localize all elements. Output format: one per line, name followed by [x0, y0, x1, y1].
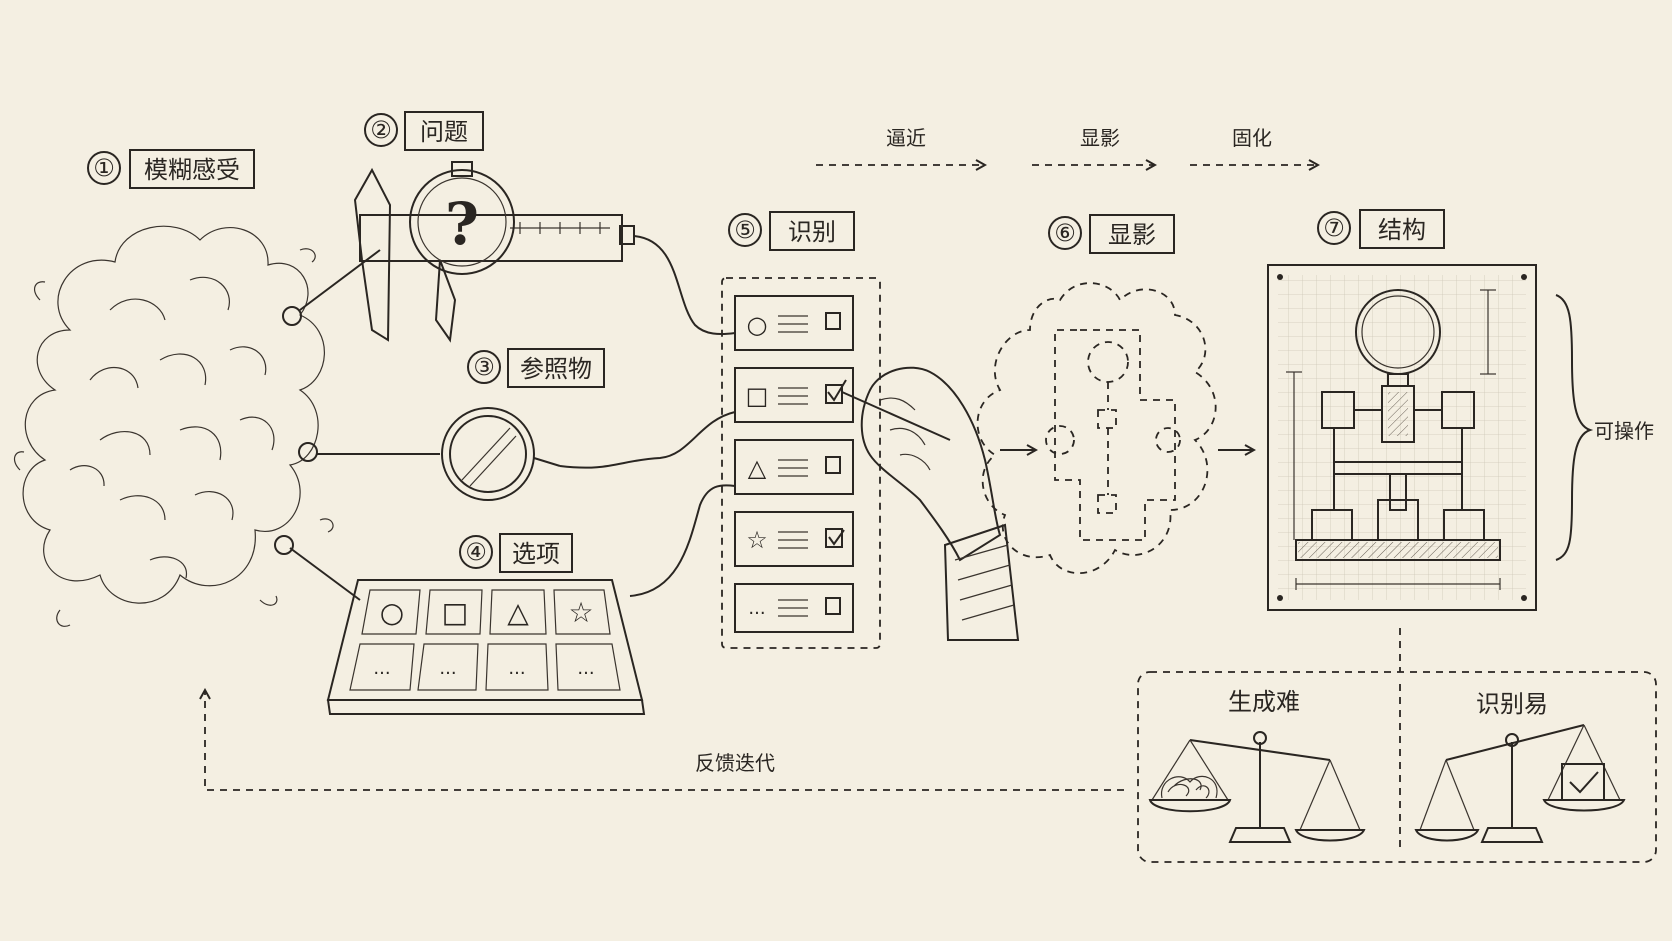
- cloud-port-middle: [298, 442, 318, 462]
- step-1-label: ① 模糊感受: [87, 149, 255, 189]
- step-6-text: 显影: [1108, 221, 1156, 249]
- tray-shape-square: □: [442, 596, 468, 629]
- step-5-text: 识别: [788, 218, 836, 246]
- tray-blank-4: ...: [577, 658, 594, 679]
- step-2-number: ②: [370, 116, 392, 144]
- fuzzy-feeling-cloud: [13, 225, 334, 627]
- step-7-label: ⑦ 结构: [1317, 209, 1445, 249]
- operable-label: 可操作: [1594, 419, 1654, 443]
- cloud-port-top: [282, 306, 302, 326]
- step-1-text: 模糊感受: [144, 156, 240, 184]
- step-2-text: 问题: [420, 118, 468, 146]
- tray-shape-triangle: △: [507, 596, 529, 629]
- step-7-text: 结构: [1378, 216, 1426, 244]
- list-item-shape: ○: [747, 311, 768, 339]
- step-7-number: ⑦: [1323, 214, 1345, 242]
- list-item-shape: ☆: [746, 526, 768, 554]
- step-1-number: ①: [93, 154, 115, 182]
- feedback-label: 反馈迭代: [695, 751, 775, 775]
- check-icon: [827, 379, 847, 402]
- step-4-number: ④: [465, 538, 487, 566]
- step-2-label: ② 问题: [364, 111, 484, 151]
- reference-magnifier: [316, 407, 736, 501]
- question-mark: ?: [445, 190, 479, 258]
- options-tray: ○ □ △ ☆ ... ... ... ...: [289, 484, 736, 715]
- recognition-list-frame: [721, 277, 881, 649]
- step-4-text: 选项: [512, 540, 560, 568]
- tray-shape-circle: ○: [380, 596, 404, 629]
- cloud-port-bottom: [274, 535, 294, 555]
- tray-shape-star: ☆: [568, 596, 593, 629]
- balance-left-label: 生成难: [1228, 688, 1300, 716]
- flow-label-develop: 显影: [1080, 126, 1120, 150]
- step-5-label: ⑤ 识别: [728, 211, 855, 251]
- balance-panel: [1137, 671, 1657, 863]
- list-item-checkbox[interactable]: [825, 597, 841, 615]
- top-flow: 逼近 显影 固化: [816, 126, 1318, 165]
- flow-label-solidify: 固化: [1232, 126, 1272, 150]
- step-3-label: ③ 参照物: [467, 348, 605, 388]
- list-item-checkbox[interactable]: [825, 312, 841, 330]
- tray-blank-3: ...: [508, 658, 525, 679]
- step-3-number: ③: [473, 353, 495, 381]
- list-item: ○: [734, 295, 854, 351]
- step-3-text: 参照物: [520, 355, 592, 383]
- list-item-shape: □: [746, 382, 769, 410]
- list-item-checkbox[interactable]: [825, 384, 843, 404]
- recognition-list: ○ □ △ ☆ ...: [734, 295, 854, 633]
- scale-recognition-easy-icon: [1414, 724, 1626, 843]
- check-icon: [828, 529, 845, 546]
- operable-brace: [1555, 294, 1594, 561]
- structure-blueprint: [1267, 264, 1537, 611]
- list-item: ...: [734, 583, 854, 633]
- tray-blank-1: ...: [373, 658, 390, 679]
- feedback-loop-arrow: [205, 690, 1124, 791]
- tray-blank-2: ...: [439, 658, 456, 679]
- developing-structure: [976, 282, 1217, 575]
- list-item-checkbox[interactable]: [825, 528, 843, 548]
- flow-label-approach: 逼近: [886, 126, 926, 150]
- check-icon: [1569, 771, 1599, 794]
- step-6-number: ⑥: [1054, 219, 1076, 247]
- step-4-label: ④ 选项: [459, 533, 573, 573]
- balance-right-label: 识别易: [1476, 690, 1548, 718]
- list-item-shape: △: [748, 454, 767, 482]
- list-item: ☆: [734, 511, 854, 567]
- list-item: △: [734, 439, 854, 495]
- list-item-checkbox[interactable]: [825, 456, 841, 474]
- list-item: □: [734, 367, 854, 423]
- hand-with-pen-icon: [841, 366, 1020, 641]
- list-item-shape: ...: [748, 598, 765, 619]
- scale-generation-hard-icon: [1148, 731, 1366, 843]
- step-6-label: ⑥ 显影: [1048, 214, 1175, 254]
- tray-cells: [349, 589, 621, 691]
- step-5-number: ⑤: [734, 216, 756, 244]
- question-caliper: ?: [299, 161, 736, 343]
